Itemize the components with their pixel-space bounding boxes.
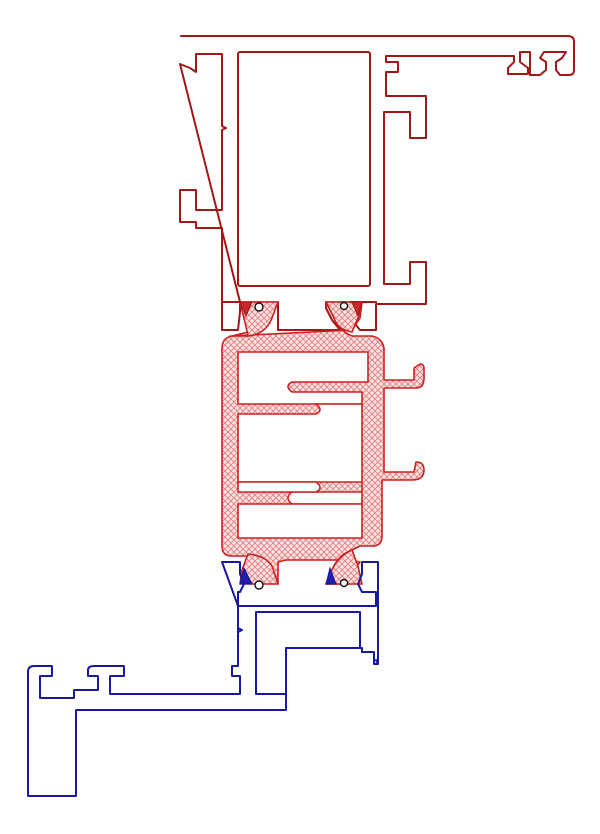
upper-profile-outer-contour: [179, 35, 575, 331]
thermal-break-bottom-right-claw: [325, 549, 363, 585]
bottom-right-claw-pocket: [325, 566, 337, 585]
lower-profile: [27, 561, 379, 797]
thermal-break-bottom-left-claw: [239, 553, 279, 585]
lower-profile-chamber: [255, 611, 361, 695]
screw-hole-bottom-right: [339, 578, 349, 588]
thermal-break-top-right-claw: [325, 301, 363, 333]
thermal-break: [221, 301, 425, 585]
top-left-claw-pocket: [239, 301, 253, 318]
upper-profile-chamber: [237, 51, 371, 287]
screw-hole-bottom-left: [254, 580, 264, 590]
upper-profile: [179, 35, 575, 331]
screw-hole-top-left: [254, 302, 264, 312]
top-right-claw-pocket: [351, 301, 363, 318]
screw-holes: [254, 301, 349, 590]
thermal-break-cavity-lower: [237, 481, 363, 539]
claw-pockets: [239, 301, 363, 585]
lower-profile-notch-left: [237, 627, 243, 633]
lower-profile-notch-right: [375, 659, 379, 665]
thermal-break-top-left-claw: [239, 301, 279, 337]
thermal-break-cavity-upper: [237, 351, 369, 405]
lower-profile-outer-contour: [27, 561, 379, 797]
screw-hole-top-right: [339, 301, 349, 311]
